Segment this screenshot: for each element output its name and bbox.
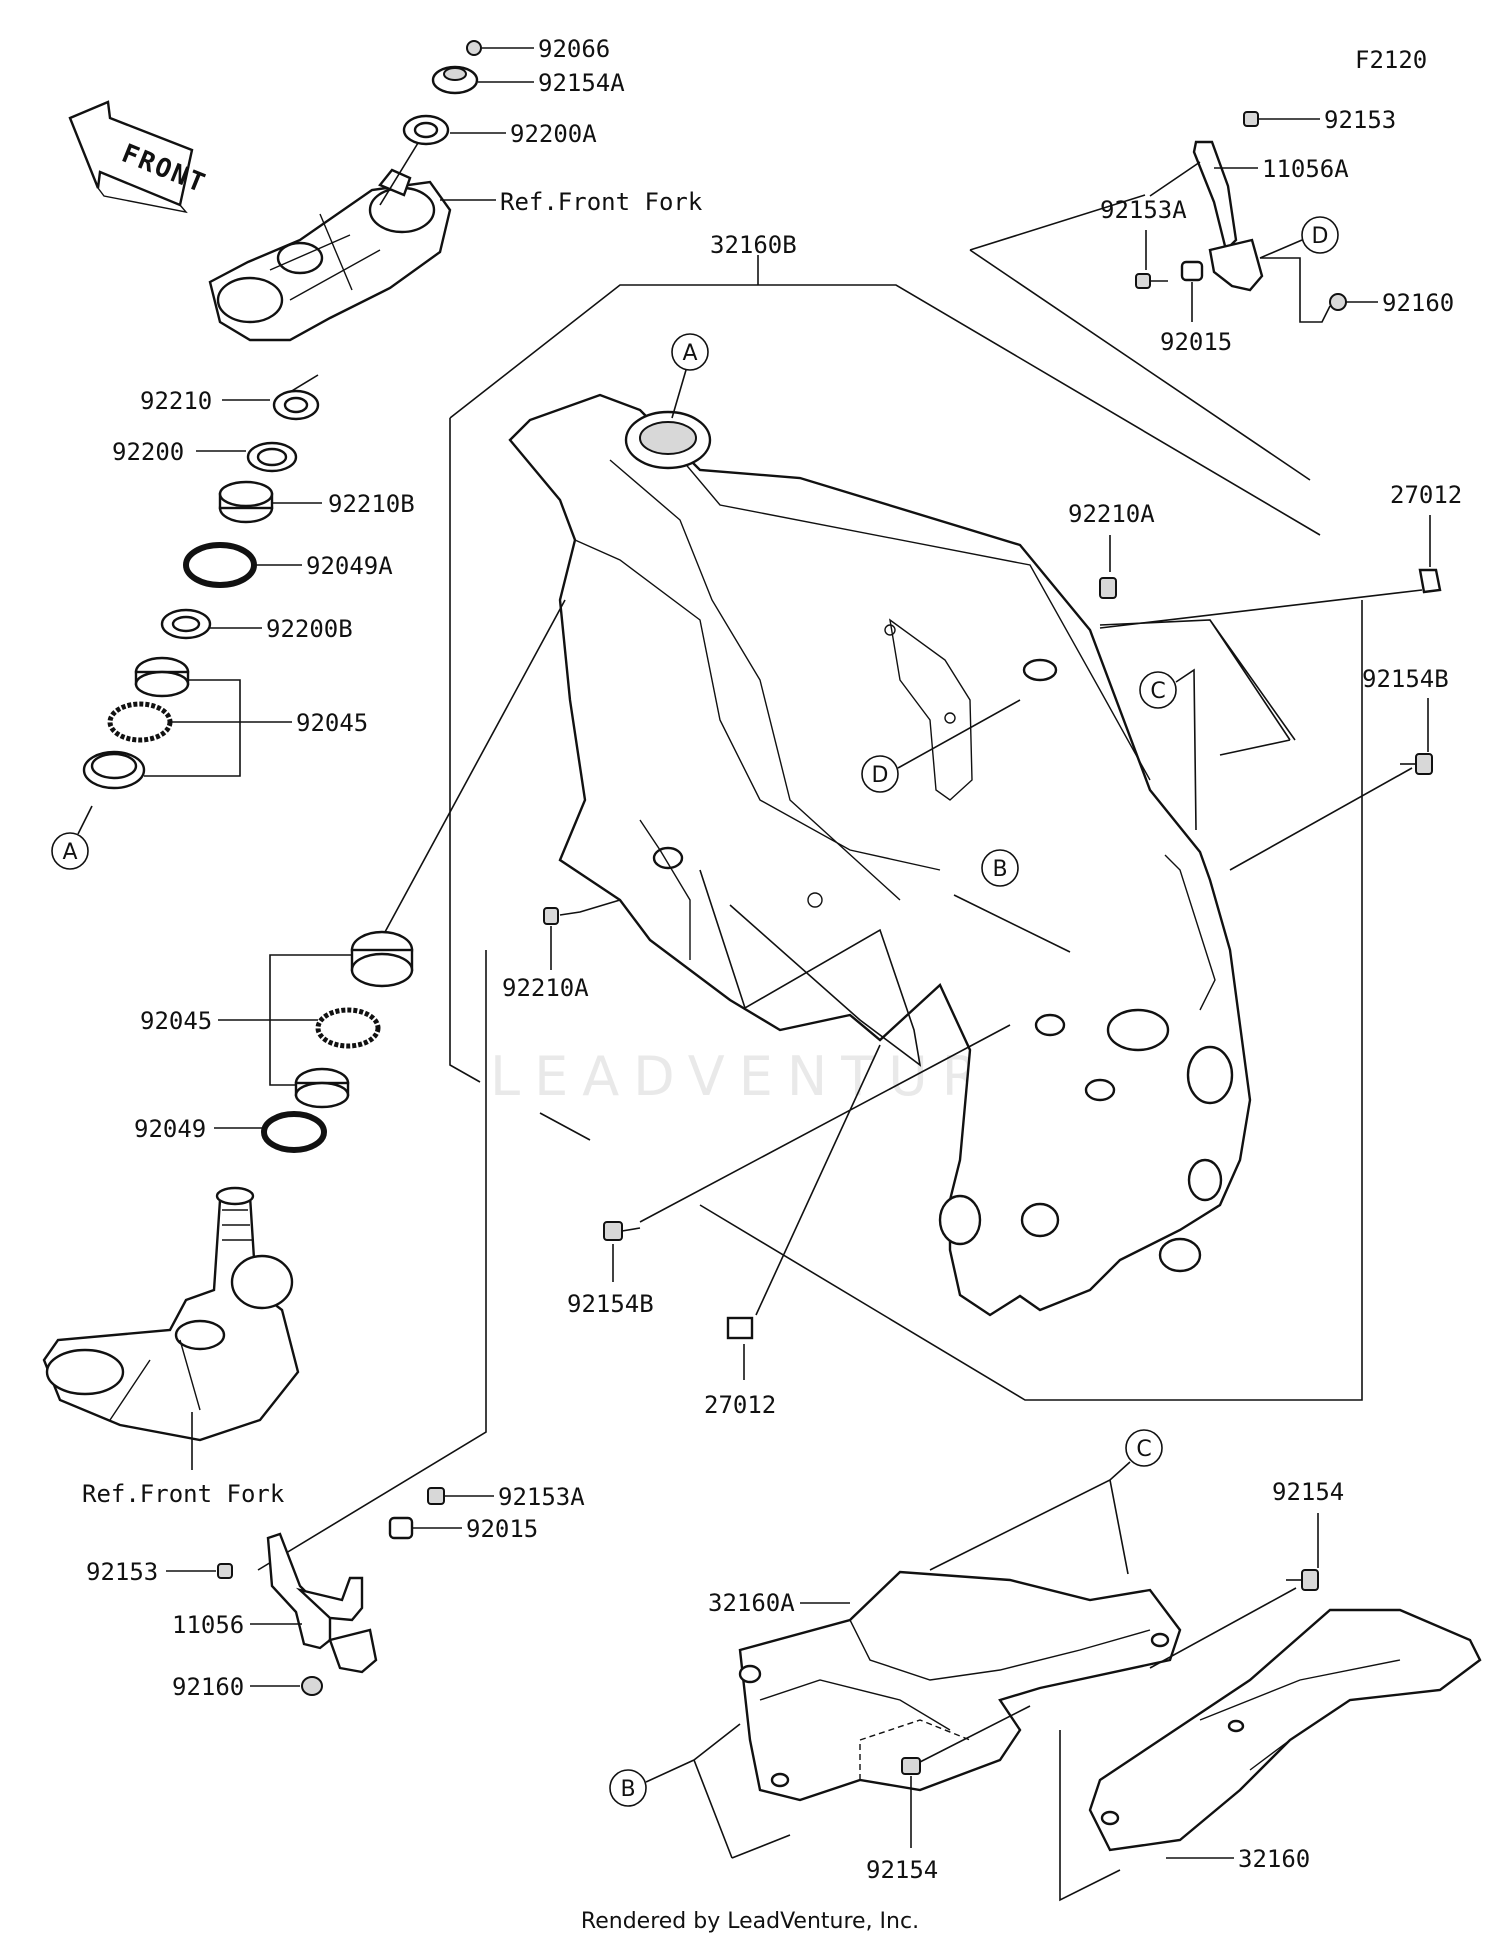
label-92154-bottom: 92154 <box>866 1856 938 1884</box>
upper-triple-clamp <box>208 168 452 342</box>
label-92160-bottom: 92160 <box>172 1673 244 1701</box>
label-11056A: 11056A <box>1262 155 1349 183</box>
svg-text:D: D <box>872 763 889 788</box>
label-92154B-left: 92154B <box>567 1290 654 1318</box>
screw-92153-top <box>1243 111 1259 127</box>
seal-92049 <box>261 1111 327 1153</box>
collar-92015-top <box>1180 260 1204 282</box>
label-92045-lower: 92045 <box>140 1007 212 1035</box>
callout-A-top: A <box>671 333 709 371</box>
svg-text:A: A <box>62 840 77 865</box>
label-92015-bottom: 92015 <box>466 1515 538 1543</box>
label-92049A: 92049A <box>306 552 393 580</box>
bearing-race-upper-92045 <box>134 656 190 698</box>
cap-92154A <box>431 65 479 95</box>
label-92066: 92066 <box>538 35 610 63</box>
bolt-92154-bottom <box>901 1757 921 1775</box>
bracket-11056 <box>266 1532 378 1674</box>
bolt-92154-top <box>1286 1569 1319 1591</box>
label-ref-front-fork-top: Ref.Front Fork <box>500 188 703 216</box>
label-27012-left: 27012 <box>704 1391 776 1419</box>
bolt-92210A-left <box>543 907 559 925</box>
callout-D-top: D <box>1301 216 1339 254</box>
label-92153A-bottom: 92153A <box>498 1483 585 1511</box>
bolt-92154B-left <box>603 1221 641 1241</box>
label-92210: 92210 <box>140 387 212 415</box>
callout-C-main: C <box>1139 671 1177 709</box>
label-92153-top: 92153 <box>1324 106 1396 134</box>
bolt-92154B-right <box>1400 753 1433 775</box>
label-92210B: 92210B <box>328 490 415 518</box>
figure-code: F2120 <box>1355 46 1427 74</box>
steering-stem-lower-clamp <box>42 1186 300 1442</box>
label-92200: 92200 <box>112 438 184 466</box>
collar-92015-bottom <box>388 1516 414 1540</box>
svg-text:B: B <box>992 857 1007 882</box>
label-plate-27012-left <box>726 1316 754 1340</box>
svg-text:A: A <box>682 341 697 366</box>
sub-frame-32160A <box>738 1570 1182 1802</box>
svg-text:D: D <box>1312 224 1329 249</box>
bearing-race-lower-92045 <box>294 1067 350 1109</box>
label-92200B: 92200B <box>266 615 353 643</box>
label-92153-bottom: 92153 <box>86 1558 158 1586</box>
svg-text:C: C <box>1136 1437 1151 1462</box>
screw-92153A-top <box>1135 273 1168 289</box>
callout-B-bottom: B <box>609 1769 647 1807</box>
label-27012-right: 27012 <box>1390 481 1462 509</box>
label-92154-top: 92154 <box>1272 1478 1344 1506</box>
label-32160B: 32160B <box>710 231 797 259</box>
svg-text:B: B <box>620 1777 635 1802</box>
main-frame-32160B <box>508 393 1252 1317</box>
label-92160-top: 92160 <box>1382 289 1454 317</box>
screw-92153-bottom <box>217 1563 233 1579</box>
sub-frame-32160 <box>1088 1608 1482 1852</box>
washer-92200B <box>160 608 212 640</box>
nut-92066 <box>466 40 482 56</box>
label-92015-top: 92015 <box>1160 328 1232 356</box>
label-92154B-right: 92154B <box>1362 665 1449 693</box>
label-92153A-top: 92153A <box>1100 196 1187 224</box>
bearing-cup-upper-92045 <box>82 750 146 790</box>
label-plate-27012-right <box>1418 568 1442 594</box>
label-32160: 32160 <box>1238 1845 1310 1873</box>
label-ref-front-fork-bottom: Ref.Front Fork <box>82 1480 285 1508</box>
nut-92160-bottom <box>301 1676 323 1696</box>
bearing-upper-92045 <box>107 701 173 743</box>
label-11056: 11056 <box>172 1611 244 1639</box>
washer-92200A <box>402 114 450 146</box>
nut-92210 <box>272 389 320 421</box>
screw-92153A-bottom <box>427 1487 445 1505</box>
callout-D-main: D <box>861 755 899 793</box>
washer-92200 <box>246 441 298 473</box>
label-92200A: 92200A <box>510 120 597 148</box>
callout-A-left: A <box>51 832 89 870</box>
callout-B-main: B <box>981 849 1019 887</box>
bearing-lower-92045 <box>315 1007 381 1049</box>
svg-text:C: C <box>1150 679 1165 704</box>
label-92210A-right: 92210A <box>1068 500 1155 528</box>
footer-credit: Rendered by LeadVenture, Inc. <box>581 1909 919 1934</box>
label-92210A-left: 92210A <box>502 974 589 1002</box>
label-32160A: 32160A <box>708 1589 795 1617</box>
bearing-cup-lower-92045 <box>350 930 414 988</box>
bracket-11056A <box>1192 140 1264 292</box>
label-92049: 92049 <box>134 1115 206 1143</box>
nut-92160-top <box>1329 293 1347 311</box>
watermark: LEADVENTURE <box>490 1045 1041 1108</box>
nut-92210B <box>218 480 274 524</box>
label-92154A: 92154A <box>538 69 625 97</box>
seal-92049A <box>183 542 257 588</box>
bolt-92210A-right <box>1099 577 1117 599</box>
label-92045-upper: 92045 <box>296 709 368 737</box>
front-arrow-icon: FRONT <box>68 100 210 214</box>
callout-C-bottom: C <box>1125 1429 1163 1467</box>
